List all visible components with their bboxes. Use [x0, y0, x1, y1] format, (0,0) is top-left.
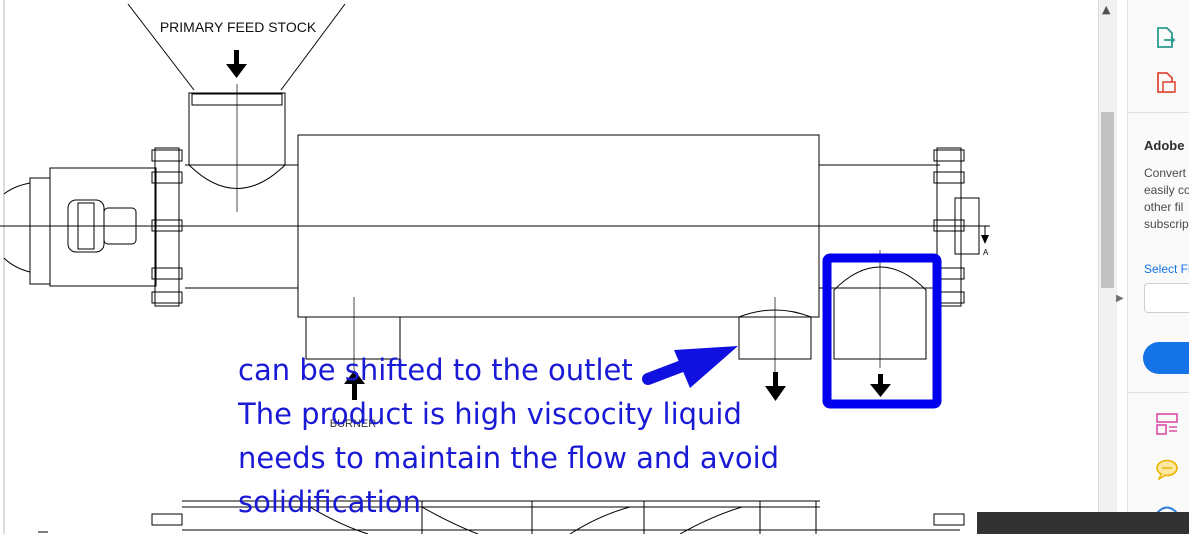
- label-primary-feed-stock: PRIMARY FEED STOCK: [160, 19, 317, 35]
- promo-text: easily co: [1144, 183, 1189, 197]
- create-pdf-icon[interactable]: [1155, 71, 1177, 95]
- chevron-right-icon[interactable]: ▶: [1116, 293, 1124, 304]
- promo-text: Convert: [1144, 166, 1187, 180]
- sidebar-divider: [1128, 392, 1189, 393]
- motor-housing: [49, 167, 157, 287]
- convert-button[interactable]: [1143, 342, 1189, 374]
- file-select-input[interactable]: [1144, 283, 1189, 313]
- right-flange: [936, 147, 962, 307]
- organize-pages-icon[interactable]: [1155, 412, 1179, 436]
- hopper-right: [280, 3, 346, 91]
- right-outlet: [833, 266, 927, 360]
- promo-title: Adobe: [1144, 138, 1185, 153]
- left-flange: [154, 147, 180, 307]
- document-viewer[interactable]: PRIMARY FEED STOCK BURNER A can be shift…: [0, 0, 1098, 534]
- annotation-line-4[interactable]: solidification: [238, 485, 421, 519]
- annotation-line-2[interactable]: The product is high viscocity liquid: [238, 397, 742, 431]
- middle-outlet: [738, 309, 812, 360]
- coupling-right: [103, 207, 137, 245]
- annotation-line-1[interactable]: can be shifted to the outlet: [238, 353, 633, 387]
- annotation-arrow: [642, 346, 738, 388]
- highlight-box: [822, 253, 942, 409]
- tools-sidebar: Adobe Convert easily co other fil subscr…: [1127, 0, 1189, 534]
- feed-arrow: [226, 64, 247, 78]
- burner-box: [305, 316, 401, 360]
- export-pdf-icon[interactable]: [1155, 26, 1177, 50]
- label-section-a: A: [983, 248, 989, 257]
- hopper-left: [127, 3, 195, 91]
- scrollbar-thumb[interactable]: [1101, 112, 1114, 288]
- select-file-link[interactable]: Select Fi: [1144, 262, 1189, 276]
- label-burner: BURNER: [330, 418, 377, 430]
- motor-flange: [29, 177, 51, 285]
- chevron-up-icon[interactable]: ▲: [1102, 3, 1111, 16]
- comment-icon[interactable]: [1155, 459, 1179, 481]
- promo-text: subscrip: [1144, 217, 1189, 231]
- middle-outlet-arrow: [765, 386, 786, 401]
- engineering-drawing: PRIMARY FEED STOCK BURNER A: [0, 0, 990, 534]
- burner-arrow: [344, 370, 365, 384]
- stamp-icon[interactable]: [1155, 502, 1179, 514]
- floating-toolbar[interactable]: [977, 512, 1189, 534]
- cable-top: [3, 182, 31, 195]
- cable-bottom: [3, 257, 31, 273]
- annotation-line-3[interactable]: needs to maintain the flow and avoid: [238, 441, 780, 475]
- coupling-core: [77, 202, 95, 250]
- sidebar-divider: [1128, 112, 1189, 113]
- promo-text: other fil: [1144, 200, 1184, 214]
- end-cap: [954, 197, 980, 255]
- vertical-scrollbar[interactable]: ▲: [1098, 0, 1117, 534]
- right-outlet-arrow: [870, 384, 891, 397]
- section-arrow: [981, 235, 989, 244]
